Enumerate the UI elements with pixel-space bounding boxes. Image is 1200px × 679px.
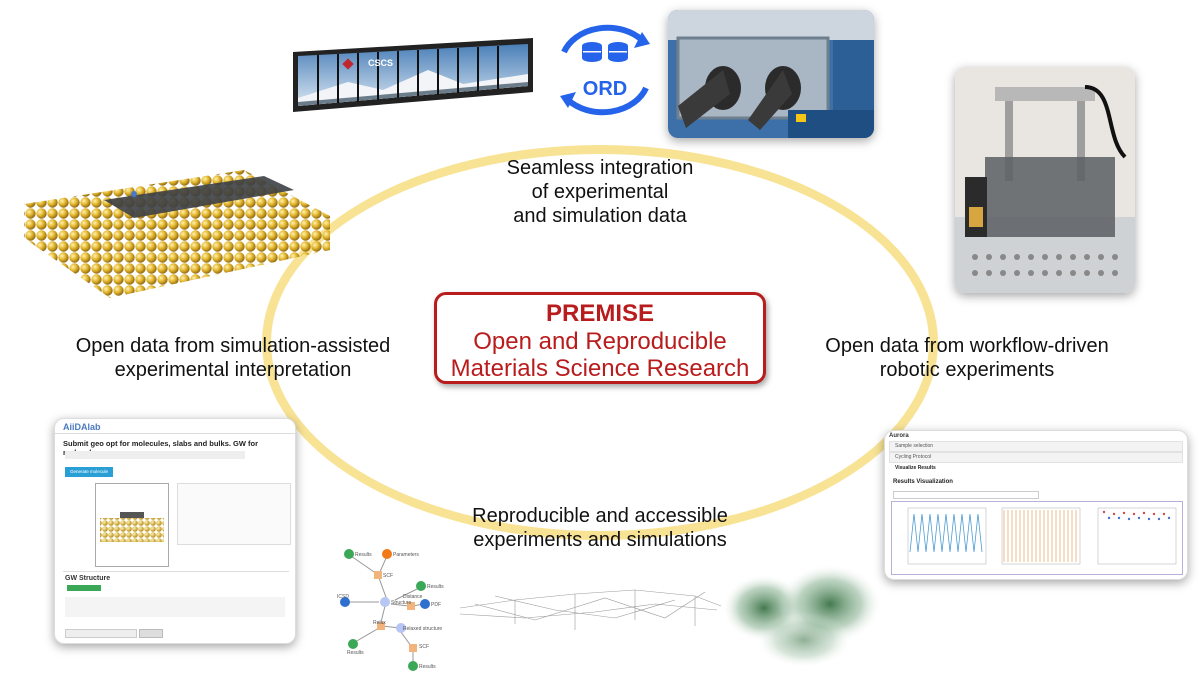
aurora-item-visualize-results[interactable]: Visualize Results <box>895 465 936 471</box>
cscs-supercomputer-image: CSCS <box>288 34 538 114</box>
aurora-app-name: Aurora <box>889 433 909 439</box>
center-title-box: PREMISE Open and Reproducible Materials … <box>434 292 766 384</box>
graph-node-scf-2: SCF <box>419 644 429 650</box>
aurora-select[interactable] <box>893 491 1039 499</box>
ord-label: ORD <box>582 78 628 100</box>
graph-node-icsd: ICSD <box>337 594 349 600</box>
center-subtitle-line1: Open and Reproducible <box>473 328 727 355</box>
cscs-label: CSCS <box>368 58 394 68</box>
structure-viewer <box>95 483 169 567</box>
caption-left: Open data from simulation-assisted exper… <box>48 334 418 382</box>
caption-top-line2: of experimental <box>531 181 669 203</box>
caption-bottom: Reproducible and accessible experiments … <box>450 504 750 552</box>
graph-node-distance: Distance <box>403 594 423 600</box>
large-network-graph <box>455 574 725 634</box>
graph-node-scf-1: SCF <box>383 573 393 579</box>
aurora-item-sample-selection[interactable]: Sample selection <box>895 443 934 449</box>
caption-top: Seamless integration of experimental and… <box>470 156 730 228</box>
caption-right: Open data from workflow-driven robotic e… <box>800 334 1134 382</box>
caption-right-line1: Open data from workflow-driven <box>825 335 1109 357</box>
gold-slab-render <box>14 164 332 300</box>
graph-node-results-2: Results <box>427 584 444 590</box>
gw-structure-section: GW Structure <box>65 575 111 582</box>
aiidalab-screenshot: AiiDAlab Submit geo opt for molecules, s… <box>54 418 296 644</box>
graph-node-results-3: Results <box>347 650 364 656</box>
glovebox-photo <box>668 10 874 138</box>
caption-top-line3: and simulation data <box>513 205 687 227</box>
generate-molecule-button[interactable]: Generate molecule <box>65 467 113 477</box>
particle-cloud-render <box>718 560 886 672</box>
caption-right-line2: robotic experiments <box>879 359 1055 381</box>
ord-sync-diagram: ORD <box>550 18 660 118</box>
aurora-screenshot: Aurora Sample selection Cycling Protocol… <box>884 430 1188 580</box>
graph-node-results-1: Results <box>355 552 372 558</box>
graph-node-relax: Relax <box>373 620 386 626</box>
caption-bottom-line2: experiments and simulations <box>473 529 727 551</box>
caption-left-line1: Open data from simulation-assisted <box>75 335 391 357</box>
aurora-item-cycling-protocol[interactable]: Cycling Protocol <box>895 454 932 460</box>
graph-node-results-4: Results <box>419 664 436 670</box>
caption-bottom-line1: Reproducible and accessible <box>472 505 728 527</box>
caption-top-line1: Seamless integration <box>506 157 694 179</box>
aurora-plots <box>891 501 1183 575</box>
aurora-results-heading: Results Visualization <box>893 479 953 485</box>
graph-node-parameters: Parameters <box>393 552 419 558</box>
center-title: PREMISE <box>545 300 655 327</box>
graph-node-pdf: PDF <box>431 602 441 608</box>
center-subtitle-line2: Materials Science Research <box>450 355 750 382</box>
graph-node-structure: Structure <box>391 600 412 606</box>
caption-left-line2: experimental interpretation <box>114 359 352 381</box>
aiidalab-logo: AiiDAlab <box>63 422 101 432</box>
settings-panel <box>177 483 291 545</box>
robotic-platform-photo <box>955 67 1135 293</box>
graph-node-relaxed-structure: Relaxed structure <box>403 626 443 632</box>
provenance-graph: Results Parameters SCF Results ICSD Stru… <box>335 546 455 674</box>
cycle-ring <box>262 145 938 540</box>
sync-arrows-icon <box>560 24 650 116</box>
